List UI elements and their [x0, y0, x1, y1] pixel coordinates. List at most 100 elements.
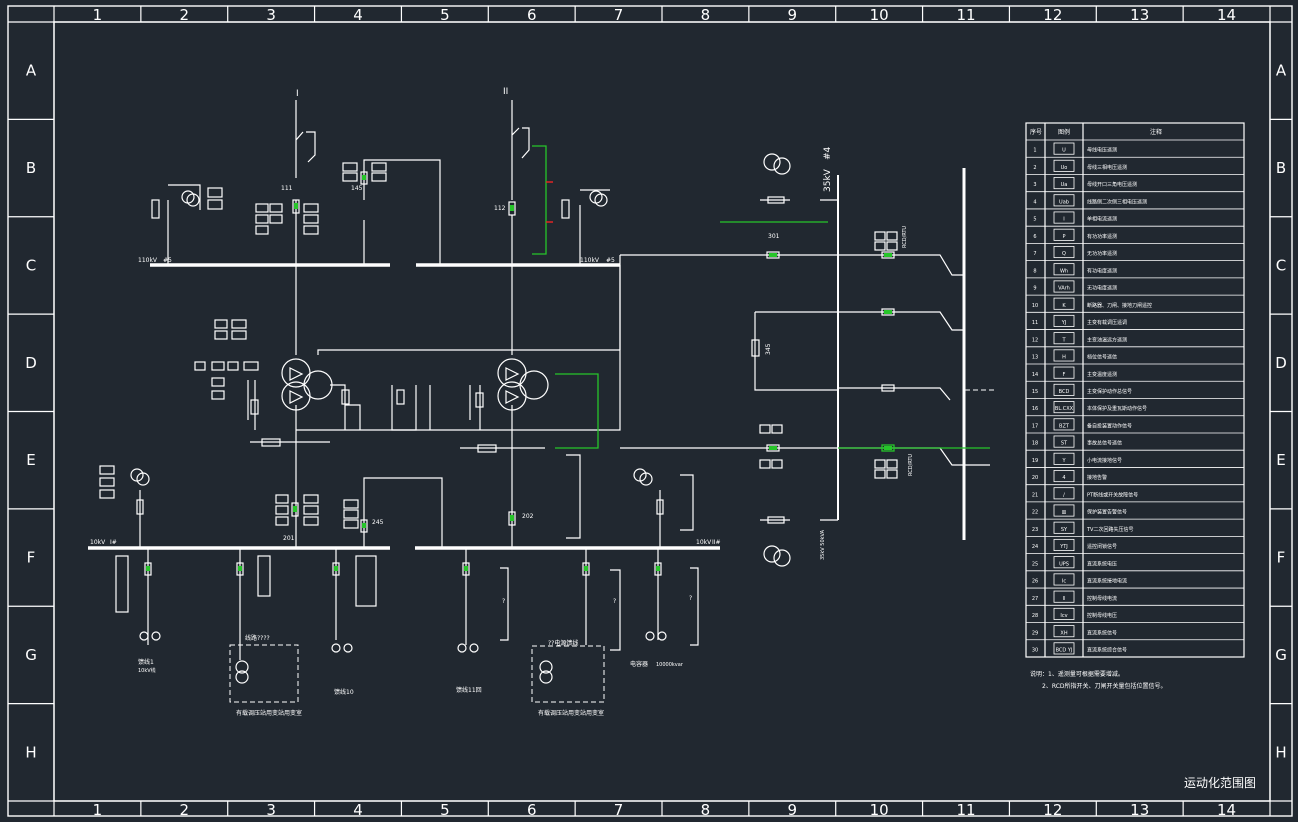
legend-row-no: 4: [1033, 199, 1036, 205]
legend-row-no: 6: [1033, 234, 1036, 240]
col-label-top: 10: [870, 6, 889, 24]
row-label-left: C: [26, 256, 36, 274]
legend-row-no: 3: [1033, 182, 1036, 188]
row-label-left: F: [27, 549, 36, 567]
legend-col-no: 序号: [1030, 128, 1042, 136]
col-label-top: 3: [266, 6, 276, 24]
legend-row-icon: Wh: [1060, 268, 1068, 274]
legend-row-note: 单相电流遥测: [1087, 216, 1117, 223]
row-label-left: B: [26, 159, 36, 177]
col-label-bottom: 5: [440, 801, 450, 819]
legend-row-note: 主变保护动作总信号: [1087, 388, 1132, 395]
legend-row-note: 母线开口三角电压遥测: [1087, 181, 1137, 188]
legend-row-no: 19: [1032, 458, 1038, 464]
feeder6-sub: 10000kvar: [656, 662, 684, 668]
bay-201: 201: [283, 535, 295, 542]
row-label-right: B: [1276, 159, 1286, 177]
legend-row-note: 直流系统信号: [1087, 629, 1117, 636]
row-label-left: G: [25, 646, 37, 664]
legend-row-note: 事故总信号遥信: [1087, 440, 1122, 447]
legend-row-icon: /: [1063, 492, 1065, 498]
legend-row-note: 遥控闭锁信号: [1087, 543, 1117, 550]
legend-row-note: 无功电度遥测: [1087, 285, 1117, 292]
legend-row-note: 直流系统综合信号: [1087, 646, 1127, 653]
bay-112: 112: [494, 205, 506, 212]
legend-row-no: 12: [1032, 337, 1038, 343]
legend-row-icon: YTJ: [1059, 544, 1068, 550]
row-label-left: A: [26, 62, 37, 80]
legend-row-note: 小电流接地信号: [1087, 457, 1122, 464]
legend-row-icon: BZT: [1059, 423, 1070, 429]
bay-202: 202: [522, 513, 534, 520]
legend-row-note: 主变温度遥测: [1087, 371, 1117, 378]
bay-345: 345: [765, 343, 772, 355]
row-label-right: H: [1275, 743, 1286, 761]
legend-row-no: 1: [1033, 148, 1036, 154]
rcd-block-1: RCD/RTU: [902, 226, 908, 248]
col-label-top: 4: [353, 6, 363, 24]
legend-row-note: 母线电压遥测: [1087, 147, 1117, 154]
legend-row-note: 主变有载调压遥调: [1087, 319, 1127, 326]
col-label-top: 9: [788, 6, 798, 24]
legend-row-icon: P: [1062, 234, 1065, 240]
highlight-t2: [555, 373, 599, 449]
col-label-bottom: 11: [956, 801, 975, 819]
legend-row-icon: Y: [1061, 458, 1066, 464]
lv-bus2-num: II#: [712, 539, 721, 546]
legend-row-no: 23: [1032, 527, 1038, 533]
col-label-bottom: 2: [180, 801, 190, 819]
legend-row-note: 断路器、刀闸、接地刀闸遥控: [1087, 302, 1152, 309]
legend-row-note: 母线三相电压遥测: [1087, 164, 1127, 171]
legend-row-no: 14: [1032, 372, 1038, 378]
col-label-top: 7: [614, 6, 624, 24]
feeder1-sub: 10kV线: [138, 667, 156, 674]
row-label-right: A: [1276, 62, 1287, 80]
legend-row-icon: Uab: [1059, 199, 1069, 205]
legend-row-no: 25: [1032, 561, 1038, 567]
col-label-bottom: 9: [788, 801, 798, 819]
legend-row-note: 主变油温远方遥测: [1087, 336, 1127, 343]
bus2-num: #5: [606, 257, 615, 264]
col-label-bottom: 7: [614, 801, 624, 819]
station-transformer-box-b: [531, 645, 605, 703]
breaker-112: [508, 201, 516, 216]
row-label-right: E: [1276, 451, 1285, 469]
legend-row-icon: K: [1062, 303, 1066, 309]
bus1-label: 110kV: [138, 257, 158, 264]
legend-row-note: 备自投装置动作信号: [1087, 422, 1132, 429]
feeder2-label: 线路????: [245, 634, 270, 642]
legend-note1: 说明：1、遥测量可根据需要增减。: [1030, 670, 1124, 678]
col-label-bottom: 1: [93, 801, 103, 819]
col-label-bottom: 14: [1217, 801, 1236, 819]
legend-col-icon: 图例: [1058, 128, 1070, 136]
legend-row-no: 28: [1032, 613, 1038, 619]
legend-row-note: 线路侧二次侧三相电压遥测: [1087, 198, 1147, 205]
row-label-left: E: [26, 451, 35, 469]
mv-bus-num: #4: [823, 146, 833, 160]
row-label-right: F: [1277, 549, 1286, 567]
legend-row-icon: YJ: [1061, 320, 1067, 326]
feeder3: 馈线10: [334, 688, 354, 696]
legend-row-no: 13: [1032, 355, 1038, 361]
legend-row-no: 10: [1032, 303, 1038, 309]
group-a-label: 有载调压站用变站用变室: [236, 709, 302, 717]
legend-row-note: 控制母线电压: [1087, 612, 1117, 619]
sheet-title: 运动化范围图: [1184, 776, 1256, 790]
col-label-top: 1: [93, 6, 103, 24]
feeder1: 馈线1: [138, 658, 154, 666]
legend-note2: 2、RCD所指开关、刀闸开关量包括位置信号。: [1042, 682, 1167, 690]
col-label-bottom: 4: [353, 801, 363, 819]
legend-row-icon: ▥: [1062, 510, 1067, 516]
legend-row-note: TV二次回路失压信号: [1086, 526, 1133, 533]
legend-row-no: 8: [1033, 268, 1036, 274]
legend-row-icon: F: [1063, 372, 1066, 378]
legend-row-icon: XH: [1060, 630, 1067, 636]
legend-row-note: 接地告警: [1087, 474, 1107, 481]
legend-row-icon: H: [1062, 355, 1066, 361]
legend-row-icon: UPS: [1059, 561, 1069, 567]
feeder6: 电容器: [630, 660, 648, 668]
q-mark-2: ?: [613, 598, 616, 605]
bay-145: 145: [351, 185, 363, 192]
